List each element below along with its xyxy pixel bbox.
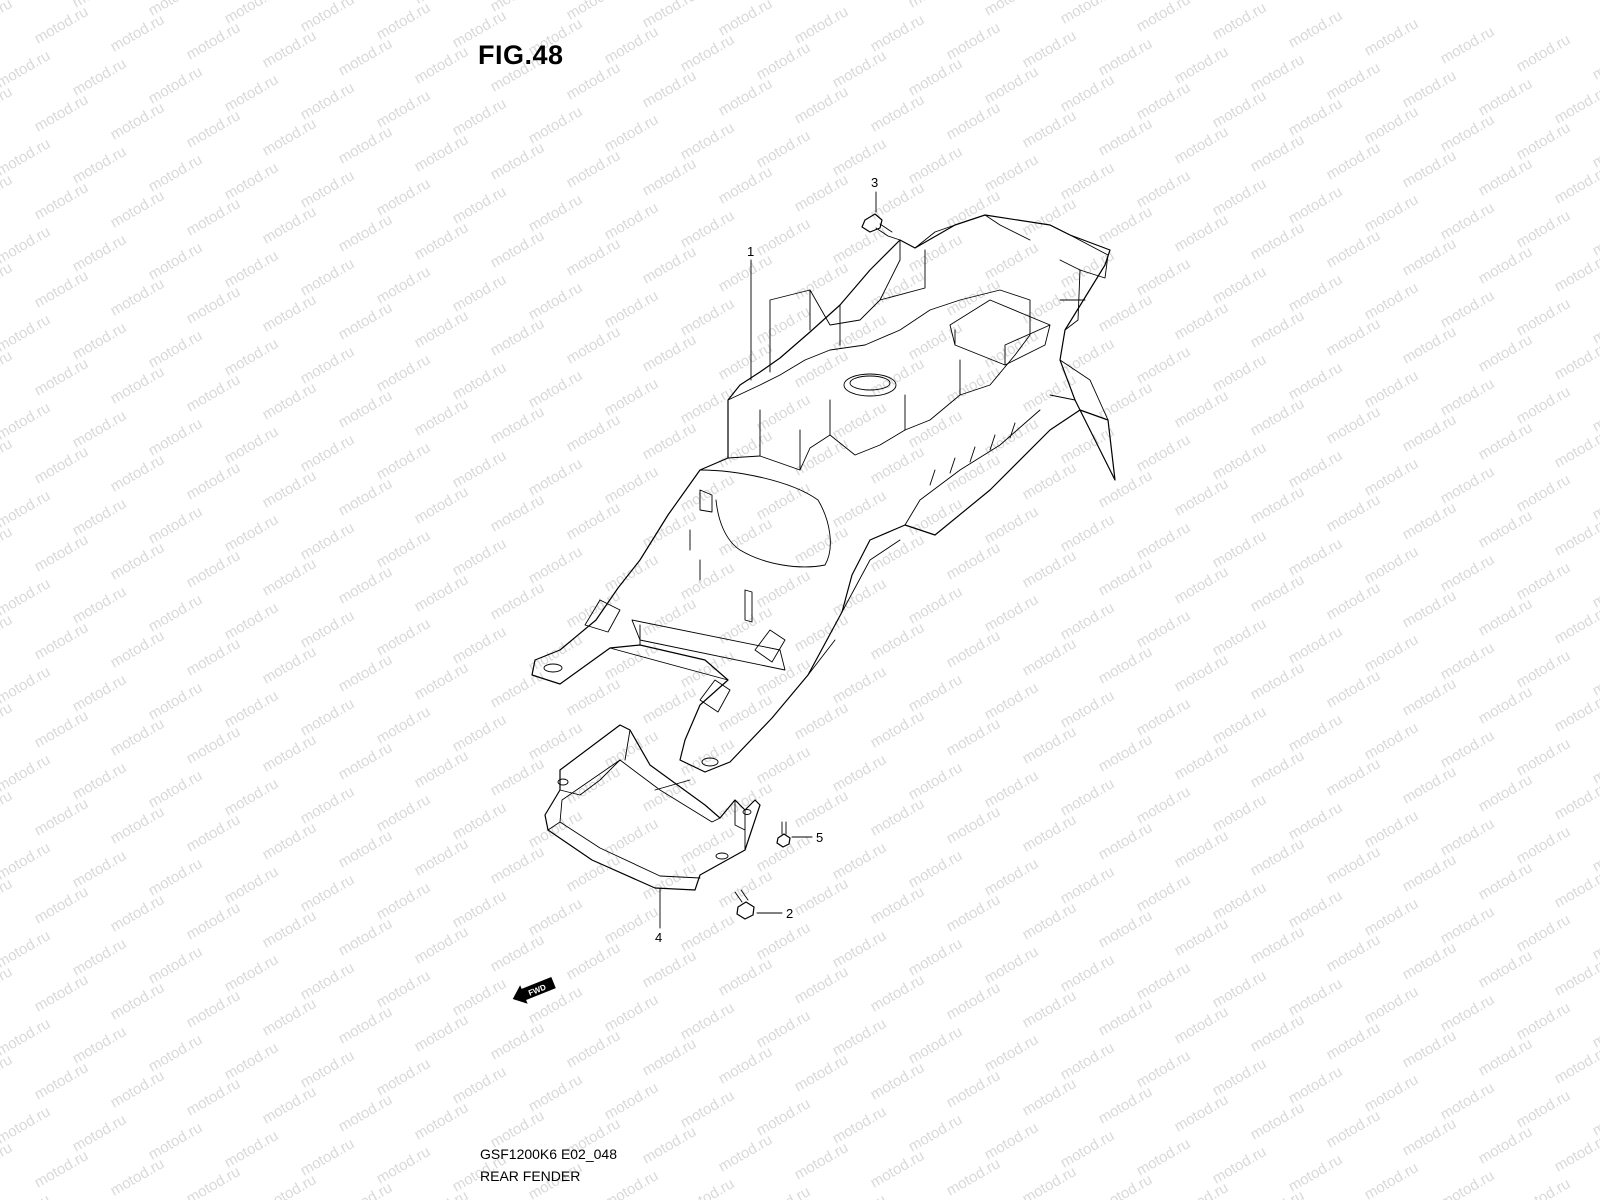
callout-3: 3 [871, 175, 878, 190]
callout-2: 2 [786, 906, 793, 921]
under-tray-part [544, 724, 761, 891]
fwd-arrow-icon: FWD [512, 976, 556, 1004]
callout-1: 1 [747, 244, 754, 259]
model-code: GSF1200K6 E02_048 [480, 1146, 617, 1162]
screw-5 [776, 821, 791, 848]
figure-title: FIG.48 [478, 40, 564, 70]
figure-name: REAR FENDER [480, 1168, 581, 1184]
bolt-3 [861, 213, 901, 241]
callout-5: 5 [816, 830, 823, 845]
rear-fender-part [531, 214, 1116, 773]
callout-4: 4 [655, 930, 662, 945]
bolt-2 [734, 889, 755, 920]
